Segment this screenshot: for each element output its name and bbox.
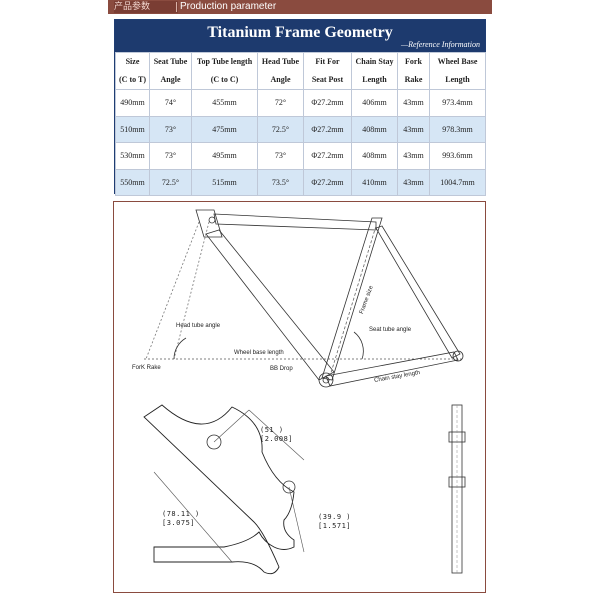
dim-2-in: [3.075] [162, 519, 196, 527]
frame-diagram [143, 209, 466, 575]
bottom-bracket [318, 372, 334, 388]
seat-tube-angle-label: Seat tube angle [369, 327, 412, 333]
table-cell: Φ27.2mm [303, 115, 352, 143]
table-cell: 410mm [351, 168, 398, 196]
wheel-base-label: Wheel base length [234, 350, 284, 356]
dim-line-2 [153, 471, 233, 563]
fork-guide-line [145, 221, 200, 360]
table-cell: 978.3mm [429, 115, 486, 143]
table-cell: 72° [257, 89, 304, 117]
dropout-detail [143, 404, 295, 575]
column-header: Size(C to T) [115, 52, 150, 90]
chain-stay [325, 351, 459, 387]
dim-3-mm: (39.9 ) [318, 513, 352, 521]
table-cell: 1004.7mm [429, 168, 486, 196]
geometry-table-panel: Titanium Frame Geometry —Reference Infor… [114, 19, 486, 196]
table-cell: 408mm [351, 115, 398, 143]
table-cell: 510mm [115, 115, 150, 143]
dim-line-3 [288, 486, 305, 553]
dim-line-1b [248, 409, 305, 461]
table-cell: 43mm [397, 168, 430, 196]
table-cell: 73° [149, 142, 192, 170]
seat-angle-arc [353, 331, 364, 360]
bottom-bracket-inner [322, 376, 330, 384]
table-cell: 515mm [191, 168, 258, 196]
dim-1-in: [2.008] [260, 435, 294, 443]
table-cell: Φ27.2mm [303, 142, 352, 170]
table-title: Titanium Frame Geometry [207, 24, 393, 41]
table-cell: 495mm [191, 142, 258, 170]
frame-drawing-panel: Head tube angle Seat tube angle Wheel ba… [113, 201, 486, 593]
table-cell: 530mm [115, 142, 150, 170]
table-cell: 475mm [191, 115, 258, 143]
table-cell: 72.5° [149, 168, 192, 196]
table-row: 530mm 73° 495mm 73° Φ27.2mm 408mm 43mm 9… [115, 142, 486, 170]
head-tube [195, 209, 223, 238]
table-cell: 408mm [351, 142, 398, 170]
table-cell: 72.5° [257, 115, 304, 143]
seat-tube [321, 217, 383, 381]
table-cell: 406mm [351, 89, 398, 117]
dim-3-in: [1.571] [318, 522, 352, 530]
table-cell: 73.5° [257, 168, 304, 196]
table-cell: Φ27.2mm [303, 168, 352, 196]
dropout-hole-1 [206, 434, 222, 450]
table-cell: 490mm [115, 89, 150, 117]
header-cn-label: 产品参数 [114, 1, 178, 13]
table-title-bar: Titanium Frame Geometry —Reference Infor… [115, 20, 485, 52]
table-cell: 43mm [397, 142, 430, 170]
head-tube-angle-label: Head tube angle [176, 323, 221, 329]
seat-stay [375, 225, 461, 359]
head-cap [208, 216, 216, 224]
table-cell: 973.4mm [429, 89, 486, 117]
dim-2-mm: (78.11 ) [162, 510, 200, 518]
table-row: 550mm 72.5° 515mm 73.5° Φ27.2mm 410mm 43… [115, 168, 486, 196]
column-header: Top Tube length(C to C) [191, 52, 258, 90]
dropout-hole-2 [282, 480, 296, 494]
table-cell: 43mm [397, 89, 430, 117]
table-cell: 73° [149, 115, 192, 143]
dropout [452, 350, 464, 362]
dim-line-1 [213, 409, 250, 443]
table-cell: 550mm [115, 168, 150, 196]
table-cell: 43mm [397, 115, 430, 143]
fork-rake-label: ForK Rake [132, 365, 161, 371]
table-subtitle: —Reference Information [400, 40, 480, 49]
table-cell: 73° [257, 142, 304, 170]
table-cell: 74° [149, 89, 192, 117]
table-cell: 993.6mm [429, 142, 486, 170]
header-strip: 产品参数 Production parameter [108, 0, 492, 14]
table-row: 510mm 73° 475mm 72.5° Φ27.2mm 408mm 43mm… [115, 115, 486, 143]
fork-guide-line-2 [173, 221, 210, 360]
frame-size-line [329, 225, 377, 377]
bb-drop-label: BB Drop [270, 366, 293, 372]
header-divider [176, 2, 177, 12]
head-angle-arc [173, 337, 187, 360]
table-row: 490mm 74° 455mm 72° Φ27.2mm 406mm 43mm 9… [115, 89, 486, 117]
top-tube [213, 213, 377, 231]
table-cell: Φ27.2mm [303, 89, 352, 117]
header-en-label: Production parameter [180, 1, 277, 12]
table-cell: 455mm [191, 89, 258, 117]
dim-1-mm: (51 ) [260, 426, 284, 434]
down-tube [205, 229, 335, 381]
